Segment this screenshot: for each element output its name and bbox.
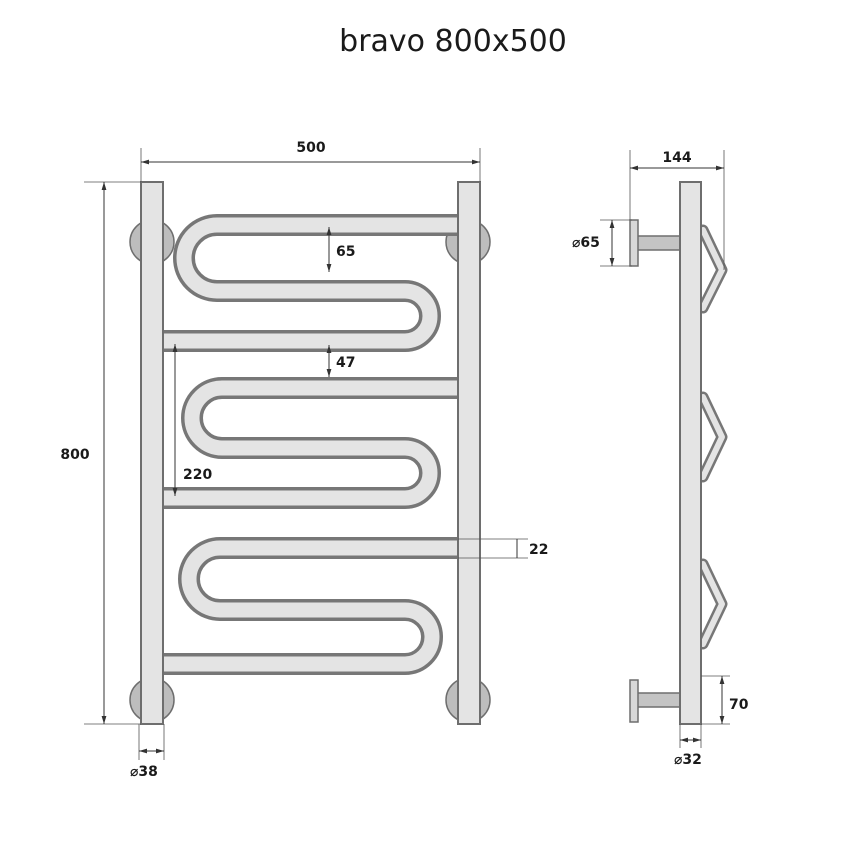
dim-tube-dia: 22 — [529, 542, 548, 558]
diagram-title: bravo 800x500 — [339, 24, 567, 59]
left-post — [140, 181, 164, 725]
right-post — [457, 181, 481, 725]
dim-top-gap: 65 — [336, 244, 355, 260]
dim-post-dia: ⌀38 — [130, 764, 158, 780]
side-dimensions: 144 ⌀65 70 ⌀32 — [572, 150, 749, 768]
dim-coil-gap: 47 — [336, 355, 355, 371]
dim-width: 500 — [296, 140, 325, 156]
dim-flange-dia: ⌀65 — [572, 235, 600, 251]
dim-coil-pitch: 220 — [183, 467, 212, 483]
dim-height: 800 — [60, 447, 89, 463]
front-dimensions: 500 800 65 47 220 22 ⌀38 — [60, 140, 548, 780]
dim-bracket-height: 70 — [729, 697, 749, 713]
side-view — [629, 181, 728, 725]
bottom-wall-flange — [629, 679, 639, 723]
dim-side-post-dia: ⌀32 — [674, 752, 702, 768]
side-post — [679, 181, 702, 725]
side-coils — [697, 224, 728, 650]
serpentine-tube — [152, 214, 469, 675]
top-bracket-rod — [636, 235, 681, 251]
dim-depth: 144 — [662, 150, 691, 166]
front-view — [129, 181, 491, 725]
bottom-bracket-rod — [636, 692, 681, 708]
top-wall-flange — [629, 219, 639, 267]
